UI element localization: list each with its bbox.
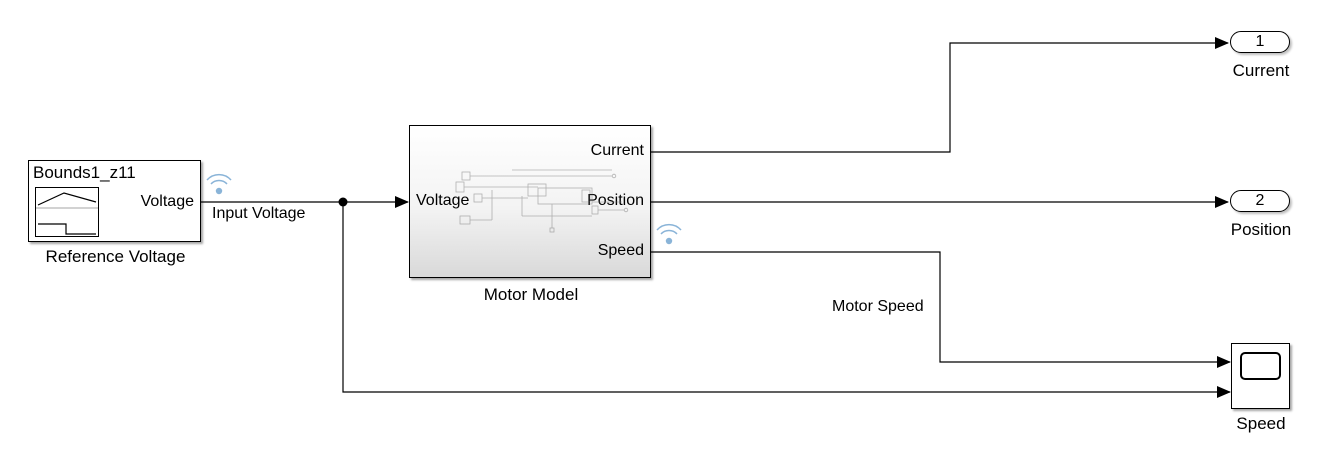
motor-speed-signal-label: Motor Speed: [832, 298, 924, 315]
scope-name: Speed: [1236, 414, 1286, 433]
signal-builder-icon: [35, 187, 99, 237]
outport-position[interactable]: 2: [1230, 190, 1290, 212]
signal-logging-icon[interactable]: [204, 171, 234, 197]
motor-model-name: Motor Model: [483, 285, 579, 304]
speed-scope-block[interactable]: [1231, 343, 1290, 409]
input-voltage-signal-label: Input Voltage: [212, 205, 306, 222]
reference-voltage-block[interactable]: Bounds1_z11 Voltage: [28, 160, 201, 242]
reference-block-title: Bounds1_z11: [33, 163, 136, 182]
speed-logging-icon[interactable]: [654, 221, 684, 247]
motor-speed-line[interactable]: [651, 251, 1231, 368]
motor-input-voltage-port: Voltage: [416, 192, 470, 209]
motor-model-subsystem[interactable]: Voltage Current Position Speed: [409, 125, 651, 278]
motor-output-position-port: Position: [587, 192, 644, 209]
scope-icon: [1240, 352, 1281, 380]
outport-current-name: Current: [1232, 61, 1290, 80]
reference-voltage-port-label: Voltage: [140, 193, 194, 210]
outport-current[interactable]: 1: [1230, 31, 1290, 53]
subsystem-preview-icon: [455, 169, 629, 233]
motor-output-speed-port: Speed: [597, 242, 644, 259]
input-voltage-branch-line[interactable]: [342, 202, 1231, 398]
outport-position-name: Position: [1230, 220, 1292, 239]
motor-output-current-port: Current: [590, 142, 644, 159]
current-line[interactable]: [651, 37, 1229, 153]
reference-block-name: Reference Voltage: [45, 247, 186, 266]
